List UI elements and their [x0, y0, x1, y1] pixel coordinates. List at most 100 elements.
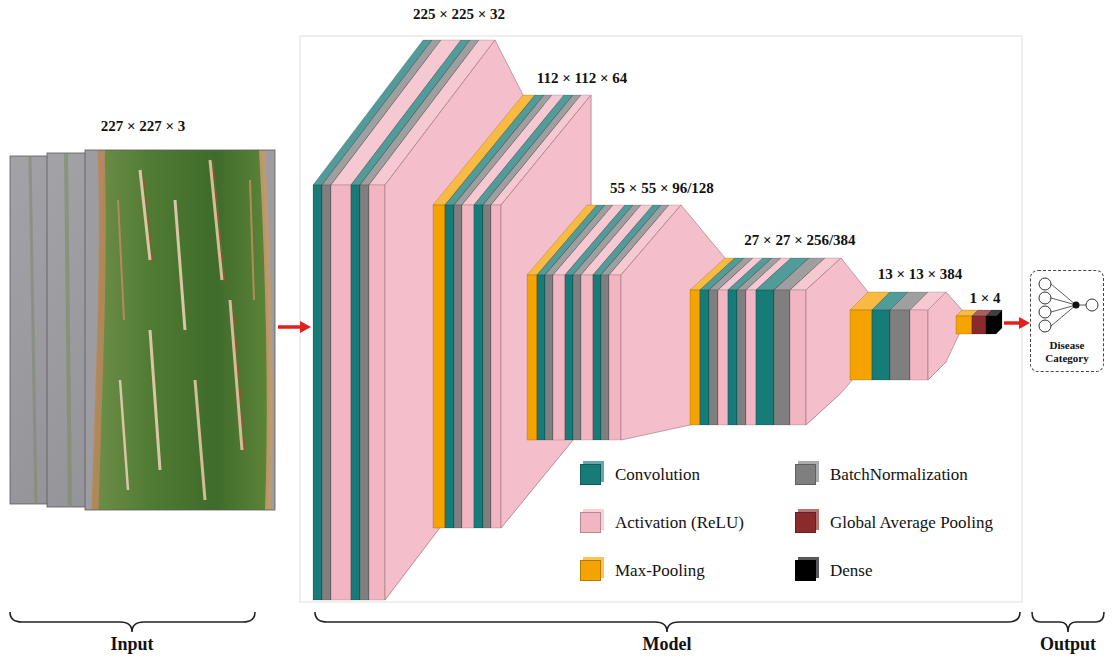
legend-text: BatchNormalization [830, 464, 968, 485]
neuron [1039, 320, 1051, 332]
arrow-shaft [278, 325, 300, 329]
slab-front [483, 205, 491, 528]
slab-front [433, 205, 445, 528]
neuron-link [1051, 284, 1076, 305]
legend-row: Convolution [580, 462, 700, 486]
slab-front [565, 275, 573, 440]
neuron-link [1051, 305, 1076, 326]
slab-front [872, 310, 890, 380]
neuron [1039, 278, 1051, 290]
slab-front [545, 275, 553, 440]
neuron [1039, 306, 1051, 318]
legend-swatch [580, 512, 601, 533]
dimension-label: 27 × 27 × 256/384 [744, 232, 855, 249]
feature-projection [928, 292, 962, 380]
slab-front [553, 275, 565, 440]
slab-front [581, 275, 593, 440]
slab-side [996, 310, 1002, 334]
dimension-label: 1 × 4 [969, 290, 1000, 307]
slab-front [573, 275, 581, 440]
neuron-sum [1073, 302, 1080, 309]
slab-front [790, 290, 806, 425]
slab-side [501, 95, 591, 528]
feature-projection [621, 205, 725, 440]
legend-swatch [795, 512, 816, 533]
slab-front [690, 290, 700, 425]
slab-front [774, 290, 790, 425]
slab-front [910, 310, 928, 380]
slab-front [445, 205, 454, 528]
section-label: Output [1040, 634, 1096, 655]
legend-row: Max-Pooling [580, 558, 705, 582]
slab-front [527, 275, 537, 440]
feature-projection [501, 95, 591, 528]
slab-front [890, 310, 910, 380]
legend-text: Global Average Pooling [830, 512, 993, 533]
legend-text: Dense [830, 560, 872, 581]
slab-front [756, 290, 774, 425]
slab-front [313, 185, 322, 600]
dimension-label: 112 × 112 × 64 [537, 70, 627, 87]
slab-front [746, 290, 756, 425]
layer-block: 13 × 13 × 384 [848, 264, 964, 382]
section-brace [10, 612, 1104, 632]
neuron [1086, 299, 1098, 311]
slab-front [700, 290, 709, 425]
slab-front [601, 275, 609, 440]
layer-block: 1 × 4 [954, 288, 1004, 336]
input-image [10, 150, 275, 510]
slab-front [737, 290, 746, 425]
neuron [1039, 292, 1051, 304]
slab-front [986, 316, 996, 334]
slab-front [491, 205, 501, 528]
dimension-label: 225 × 225 × 32 [413, 6, 505, 23]
legend-text: Activation (ReLU) [615, 512, 744, 533]
section-label: Model [643, 634, 692, 655]
slab-front [972, 316, 986, 334]
slab-front [369, 185, 385, 600]
legend-row: Activation (ReLU) [580, 510, 744, 534]
legend-row: Global Average Pooling [795, 510, 993, 534]
slab-front [593, 275, 601, 440]
slab-front [537, 275, 545, 440]
dimension-label: 13 × 13 × 384 [878, 266, 963, 283]
slab-front [718, 290, 728, 425]
layer-block: 112 × 112 × 64 [431, 68, 629, 530]
slab-front [462, 205, 474, 528]
layer-slab [491, 95, 591, 528]
flow-arrow [1004, 317, 1030, 329]
output-box: Disease Category [1030, 270, 1104, 372]
layer-block: 27 × 27 × 256/384 [688, 230, 858, 427]
model-panel [300, 36, 1022, 602]
layer-block: 55 × 55 × 96/128 [525, 178, 716, 442]
legend-text: Max-Pooling [615, 560, 705, 581]
slab-front [322, 185, 331, 600]
legend-text: Convolution [615, 464, 700, 485]
section-label: Input [110, 634, 153, 655]
output-label: Disease Category [1033, 339, 1101, 365]
slab-front [360, 185, 369, 600]
dimension-label: 227 × 227 × 3 [8, 118, 278, 135]
slab-front [331, 185, 351, 600]
layer-block: 225 × 225 × 32 [311, 4, 507, 602]
legend-swatch [580, 560, 601, 581]
input-image-box: 227 × 227 × 3 [8, 116, 278, 514]
slab-front [454, 205, 462, 528]
neuron-link [1051, 298, 1076, 305]
dimension-label: 55 × 55 × 96/128 [610, 180, 714, 197]
legend-swatch [580, 464, 601, 485]
legend-swatch [795, 560, 816, 581]
slab-front [728, 290, 737, 425]
slab-front [956, 316, 972, 334]
arrow-shaft [1004, 321, 1019, 325]
arrow-head [1019, 317, 1030, 329]
slab-front [351, 185, 360, 600]
arrow-head [300, 321, 311, 333]
slab-front [709, 290, 718, 425]
neuron-icon [1033, 275, 1101, 339]
legend-row: Dense [795, 558, 872, 582]
legend-row: BatchNormalization [795, 462, 968, 486]
